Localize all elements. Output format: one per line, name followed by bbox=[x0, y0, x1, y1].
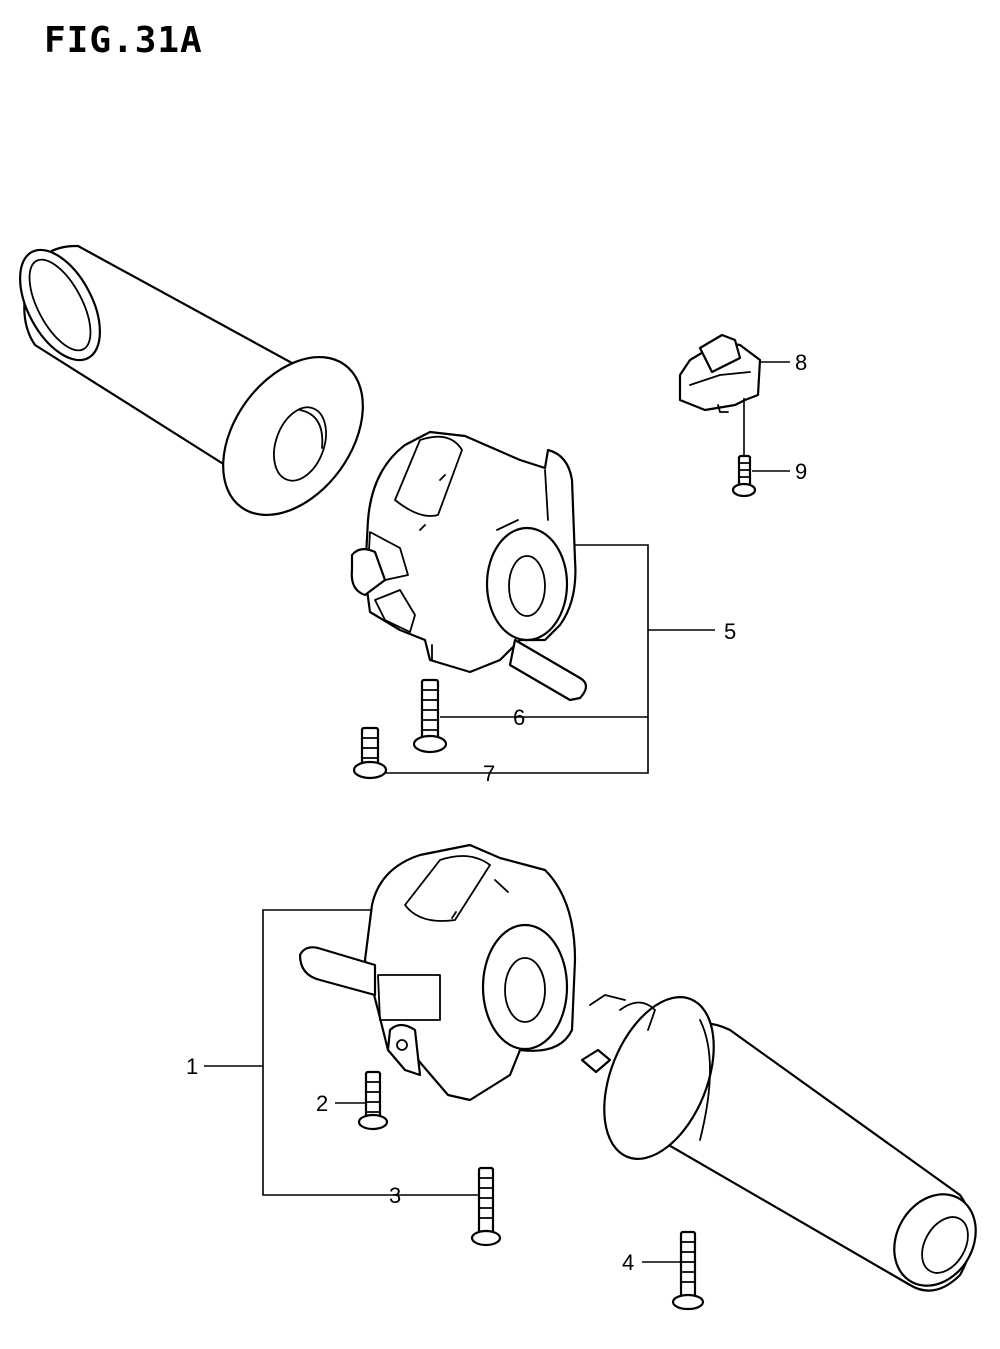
leader-lines bbox=[204, 361, 790, 1263]
callout-8: 8 bbox=[795, 350, 807, 375]
screw-2 bbox=[357, 1070, 389, 1131]
callout-2: 2 bbox=[316, 1091, 328, 1116]
screw-9 bbox=[731, 454, 757, 498]
figure-title: FIG.31A bbox=[44, 20, 203, 61]
right-switch-housing bbox=[298, 843, 577, 1102]
screw-7 bbox=[352, 726, 388, 780]
left-handlebar-grip bbox=[19, 244, 364, 517]
screw-4 bbox=[671, 1230, 705, 1311]
throttle-grip bbox=[580, 994, 977, 1292]
callout-9: 9 bbox=[795, 459, 807, 484]
callout-5: 5 bbox=[724, 619, 736, 644]
callout-6: 6 bbox=[513, 705, 525, 730]
callout-1: 1 bbox=[186, 1054, 198, 1079]
callout-4: 4 bbox=[622, 1250, 634, 1275]
callout-7: 7 bbox=[483, 761, 495, 786]
hazard-switch bbox=[678, 333, 762, 413]
screw-6 bbox=[412, 678, 448, 754]
callout-3: 3 bbox=[389, 1183, 401, 1208]
left-switch-housing bbox=[350, 430, 588, 702]
screw-3 bbox=[470, 1166, 502, 1247]
callout-labels: 1 2 3 4 5 6 7 8 9 bbox=[186, 350, 807, 1275]
